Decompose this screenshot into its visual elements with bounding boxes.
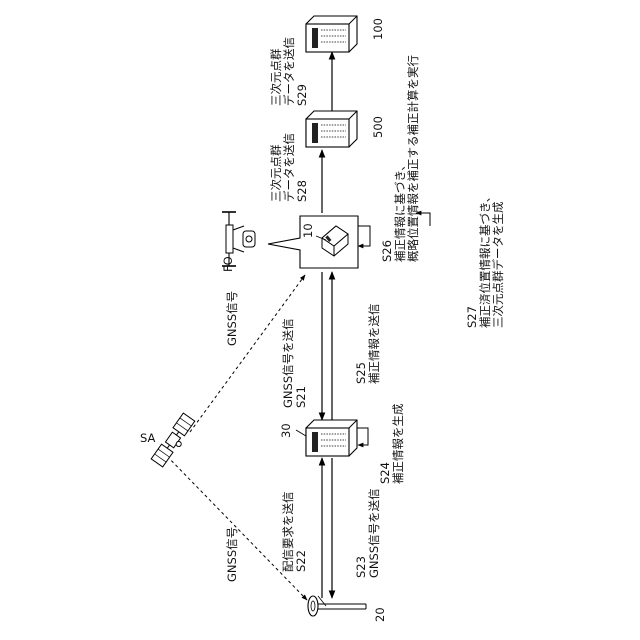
satellite-sa-icon [151, 413, 197, 468]
server-100-icon [306, 16, 357, 52]
step-s24-label: S24 補正情報を生成 [379, 404, 405, 485]
label-gnss-signal-lower: GNSS信号 [226, 527, 239, 582]
label-base-station: 20 [374, 607, 387, 622]
step-s23-label: S23 GNSS信号を送信 [355, 488, 381, 578]
label-gnss-signal-upper: GNSS信号 [226, 291, 239, 346]
label-drone: FO [222, 256, 235, 272]
step-s26-label: S26 補正情報に基づき、 概略位置情報を補正する補正計算を実行 [381, 55, 420, 262]
label-server-100: 100 [372, 18, 385, 40]
server-500-icon [306, 111, 357, 147]
step-s22-label: 配信要求を送信 S22 [282, 492, 308, 573]
label-terminal: 10 [302, 223, 315, 238]
step-s21-label: GNSS信号を送信 S21 [282, 318, 308, 408]
server-30-icon [306, 420, 357, 456]
base-station-20-icon [308, 596, 366, 616]
step-s27-label: S27 補正済位置情報に基づき、 三次元点群データを生成 [466, 191, 505, 328]
server-30-leader [296, 430, 306, 436]
label-satellite: SA [140, 432, 155, 445]
label-server-30: 30 [280, 423, 293, 438]
step-s29-label: 三次元点群 データを送信 S29 [270, 37, 309, 106]
self-loop-s24 [356, 428, 368, 445]
step-s28-label: 三次元点群 データを送信 S28 [270, 133, 309, 202]
step-s25-label: S25 補正情報を送信 [355, 304, 381, 385]
